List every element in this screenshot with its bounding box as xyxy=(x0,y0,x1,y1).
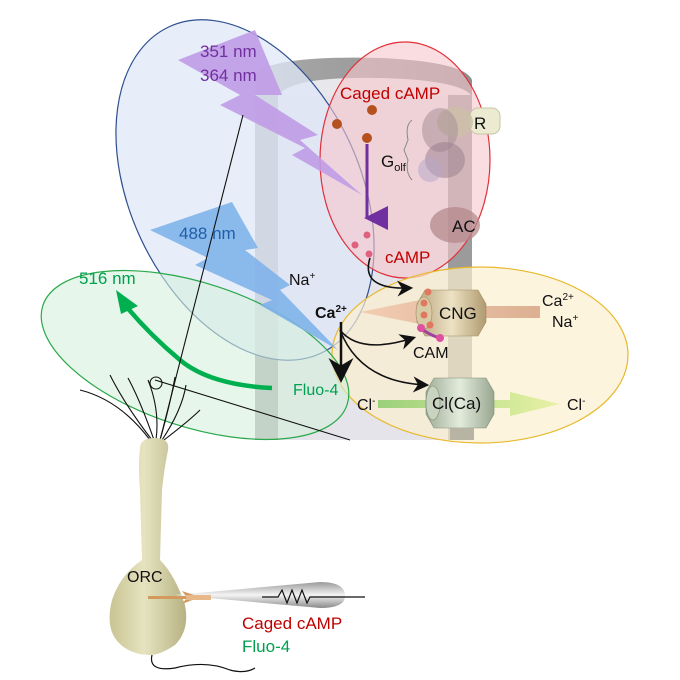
calmodulin xyxy=(417,324,444,342)
cng-label: CNG xyxy=(439,304,477,323)
orc-cell-body xyxy=(109,438,187,655)
clca-channel xyxy=(425,377,495,440)
blue-wavelength-label: 488 nm xyxy=(179,224,236,243)
cam-label: CAM xyxy=(413,345,449,362)
ca-to-cam-arrow xyxy=(339,329,417,350)
uv-wavelength-1: 351 nm xyxy=(200,42,257,61)
caged-camp-molecules xyxy=(332,105,377,143)
emission-arrowhead xyxy=(116,290,138,314)
adenylyl-cyclase xyxy=(430,207,480,243)
pipette-caged-camp-label: Caged cAMP xyxy=(242,614,342,633)
cilia xyxy=(79,114,351,441)
fluorescence-region xyxy=(40,269,350,441)
micropipette xyxy=(148,582,365,608)
uv-light-bolt xyxy=(178,30,362,195)
ac-label: AC xyxy=(452,217,476,236)
camp-label: cAMP xyxy=(385,248,430,267)
ca-to-clca-arrow xyxy=(339,329,430,393)
orc-label: ORC xyxy=(127,569,163,586)
axon xyxy=(150,654,256,673)
ca-external-label: Ca2+ xyxy=(542,292,574,310)
pipette-fluo4-label: Fluo-4 xyxy=(242,637,290,656)
clca-label: Cl(Ca) xyxy=(432,394,481,413)
receptor-label: R xyxy=(474,114,486,133)
na-external-label: Na+ xyxy=(552,313,578,331)
caged-camp-label: Caged cAMP xyxy=(340,84,440,103)
cng-channel xyxy=(415,289,487,337)
cl-internal-label: Cl- xyxy=(357,396,375,414)
uv-wavelength-2: 364 nm xyxy=(200,66,257,85)
na-ion-label: Na+ xyxy=(289,271,315,289)
fluo4-label: Fluo-4 xyxy=(293,382,338,399)
camp-bound-cng xyxy=(420,288,434,329)
golf-label: Golf xyxy=(381,152,407,174)
golf-protein xyxy=(403,108,465,182)
ca-ion-label: Ca2+ xyxy=(315,304,347,322)
camp-to-cng-arrow xyxy=(367,257,414,297)
cl-external-label: Cl- xyxy=(567,396,585,414)
emission-wavelength-label: 516 nm xyxy=(79,269,136,288)
blue-laser-bolt xyxy=(150,202,338,350)
camp-molecules xyxy=(351,231,373,258)
